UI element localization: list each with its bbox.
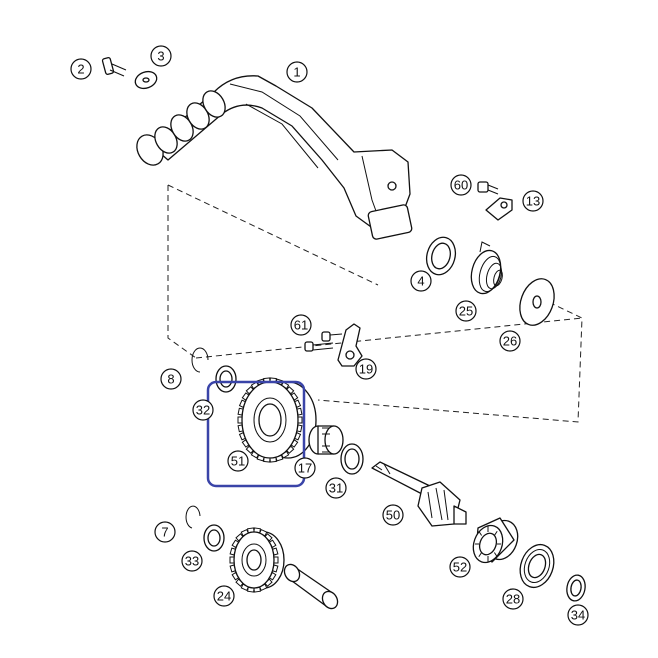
washer-33[interactable] <box>203 524 225 552</box>
callout-51[interactable]: 51 <box>227 450 249 472</box>
callout-label: 52 <box>453 560 467 575</box>
spring-ring-28[interactable] <box>514 540 559 592</box>
callout-layer: 1 2 3 60 13 4 25 26 61 19 8 32 51 17 31 50 7 33 24 52 28 34 <box>70 45 589 626</box>
callout-24[interactable]: 24 <box>213 585 235 607</box>
callout-label: 1 <box>293 65 300 80</box>
callout-50[interactable]: 50 <box>382 504 404 526</box>
screw[interactable] <box>101 57 127 77</box>
callout-13[interactable]: 13 <box>522 190 544 212</box>
circlip-8[interactable] <box>191 347 209 373</box>
callout-1[interactable]: 1 <box>286 61 308 83</box>
callout-34[interactable]: 34 <box>567 604 589 626</box>
callout-25[interactable]: 25 <box>455 300 477 322</box>
bracket-13[interactable] <box>485 197 513 221</box>
callout-label: 26 <box>503 334 517 349</box>
callout-label: 61 <box>294 318 308 333</box>
callout-label: 13 <box>526 194 540 209</box>
callout-circle <box>70 58 92 80</box>
kickstarter-lever[interactable] <box>132 75 413 240</box>
callout-circle <box>449 556 471 578</box>
callout-circle <box>227 450 249 472</box>
washer-4[interactable] <box>423 234 460 278</box>
callout-2[interactable]: 2 <box>70 58 92 80</box>
callout-circle <box>455 300 477 322</box>
callout-7[interactable]: 7 <box>154 521 176 543</box>
callout-circle <box>160 368 182 390</box>
circlip-7[interactable] <box>185 505 201 529</box>
callout-label: 3 <box>157 49 164 64</box>
callout-circle <box>192 399 214 421</box>
callout-label: 25 <box>459 304 473 319</box>
callout-28[interactable]: 28 <box>502 588 524 610</box>
callout-label: 32 <box>196 403 210 418</box>
callout-label: 51 <box>231 454 245 469</box>
gear-24[interactable] <box>229 527 285 593</box>
callout-circle <box>150 45 172 67</box>
kickstarter-spring[interactable] <box>467 241 505 297</box>
callout-label: 7 <box>161 525 168 540</box>
screw-60[interactable] <box>477 181 499 195</box>
callout-label: 60 <box>454 178 468 193</box>
callout-8[interactable]: 8 <box>160 368 182 390</box>
disc-washer-26[interactable] <box>514 274 560 330</box>
kickstarter-shaft[interactable] <box>371 461 467 527</box>
callout-circle <box>213 585 235 607</box>
callout-label: 33 <box>185 554 199 569</box>
assembly-guide-lines <box>167 184 583 423</box>
callout-19[interactable]: 19 <box>355 358 377 380</box>
callout-circle <box>567 604 589 626</box>
callout-label: 2 <box>77 62 84 77</box>
callout-label: 34 <box>571 608 585 623</box>
callout-3[interactable]: 3 <box>150 45 172 67</box>
callout-17[interactable]: 17 <box>294 457 316 479</box>
callout-32[interactable]: 32 <box>192 399 214 421</box>
callout-circle <box>286 61 308 83</box>
footpeg-rubber <box>136 90 226 166</box>
kickstarter-gear-52[interactable] <box>468 516 523 567</box>
callout-circle <box>450 174 472 196</box>
callout-label: 8 <box>167 372 174 387</box>
washer-32[interactable] <box>215 365 237 393</box>
callout-circle <box>502 588 524 610</box>
callout-circle <box>410 270 432 292</box>
callout-4[interactable]: 4 <box>410 270 432 292</box>
callout-circle <box>290 314 312 336</box>
callout-circle <box>154 521 176 543</box>
screws-61[interactable] <box>304 331 343 352</box>
washer-31[interactable] <box>340 443 364 475</box>
callout-label: 24 <box>217 589 231 604</box>
callout-label: 4 <box>417 274 424 289</box>
ratchet-guide[interactable] <box>337 323 363 367</box>
callout-circle <box>382 504 404 526</box>
callout-33[interactable]: 33 <box>181 550 203 572</box>
callout-31[interactable]: 31 <box>325 477 347 499</box>
callout-60[interactable]: 60 <box>450 174 472 196</box>
callout-circle <box>325 477 347 499</box>
washer-3[interactable] <box>133 69 159 92</box>
highlight-box <box>206 380 306 488</box>
callout-circle <box>499 330 521 352</box>
callout-26[interactable]: 26 <box>499 330 521 352</box>
callout-label: 19 <box>359 362 373 377</box>
callout-label: 28 <box>506 592 520 607</box>
washer-34[interactable] <box>565 574 587 603</box>
callout-label: 50 <box>386 508 400 523</box>
callout-52[interactable]: 52 <box>449 556 471 578</box>
callout-61[interactable]: 61 <box>290 314 312 336</box>
needle-bearing-17[interactable] <box>308 425 344 455</box>
callout-circle <box>522 190 544 212</box>
callout-circle <box>181 550 203 572</box>
callout-circle <box>294 457 316 479</box>
idler-gear-51[interactable] <box>237 377 317 463</box>
bushing-sleeve[interactable] <box>281 562 340 612</box>
callout-circle <box>355 358 377 380</box>
callout-label: 17 <box>298 461 312 476</box>
callout-label: 31 <box>329 481 343 496</box>
